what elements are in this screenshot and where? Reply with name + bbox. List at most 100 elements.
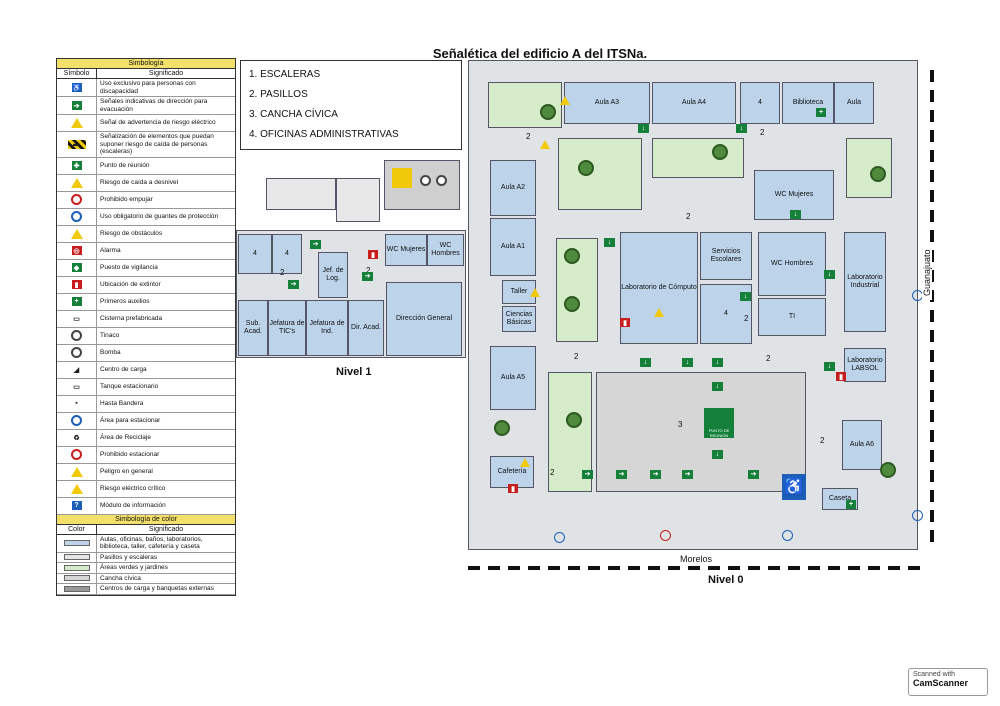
room-number: 4: [253, 250, 257, 257]
exit-arrow-icon: ➔: [748, 470, 759, 479]
zone-item: 1. ESCALERAS: [249, 69, 321, 80]
nivel1-stairs-2: [336, 178, 380, 222]
extinguisher-icon: ▮: [508, 484, 518, 493]
legend-item-text: Prohibido estacionar: [100, 450, 160, 458]
legend-item-text: Ubicación de extintor: [100, 280, 161, 288]
legend-item: Prohibido empujar: [57, 191, 235, 209]
recycle-icon: ♻: [73, 434, 80, 442]
legend-item: Bomba: [57, 344, 235, 362]
water-tank-icon: [436, 175, 447, 186]
room-offices-top: 4: [740, 82, 780, 124]
color-legend-item: Áreas verdes y jardines: [57, 563, 235, 574]
legend-item: Riesgo de obstáculos: [57, 225, 235, 243]
zone-item: 3. CANCHA CÍVICA: [249, 109, 338, 120]
nivel1-stairs: [266, 178, 336, 210]
general-danger-icon: [654, 308, 664, 317]
room-number: 4: [758, 99, 762, 106]
room-aula-a6: Aula A6: [842, 420, 882, 470]
room-jef-log: Jef. de Log.: [318, 252, 348, 298]
legend-item-text: Área para estacionar: [100, 416, 161, 424]
stationary-tank-icon: ▭: [73, 383, 80, 391]
tree-icon: [712, 144, 728, 160]
exit-arrow-icon: ↓: [712, 358, 723, 367]
color-col-meaning: Significado: [148, 525, 184, 533]
accessibility-icon: ♿: [782, 474, 806, 500]
color-legend-item: Pasillos y escaleras: [57, 552, 235, 563]
hazard-stripes-icon: ▬: [67, 139, 86, 149]
room-wc-hombres-n1: WC Hombres: [427, 234, 464, 266]
legend-item: Peligro en general: [57, 463, 235, 481]
no-parking-icon: [71, 449, 82, 460]
legend-panel: Simbología Símbolo Significado ♿Uso excl…: [56, 58, 236, 596]
legend-item-text: Señal de advertencia de riesgo eléctrico: [100, 119, 216, 127]
room-aula-a1: Aula A1: [490, 218, 536, 276]
zone-number: 3: [678, 420, 683, 429]
exit-arrow-icon: ➔: [582, 470, 593, 479]
exit-arrow-icon: ➔: [71, 101, 82, 110]
scanner-line2: CamScanner: [913, 678, 969, 688]
exit-arrow-icon: ➔: [310, 240, 321, 249]
legend-item-text: Cisterna prefabricada: [100, 314, 163, 322]
legend-item-text: Peligro en general: [100, 467, 153, 475]
zone-number: 2: [686, 212, 691, 221]
exit-arrow-icon: ➔: [682, 470, 693, 479]
fall-risk-icon: [70, 177, 83, 188]
legend-item-text: Punto de reunión: [100, 161, 150, 169]
exit-arrow-icon: ↓: [712, 450, 723, 459]
color-legend-text: Pasillos y escaleras: [100, 553, 158, 561]
zone-number: 2: [574, 352, 579, 361]
obstacle-risk-icon: [70, 228, 83, 239]
exit-arrow-icon: ↓: [682, 358, 693, 367]
extinguisher-icon: ▮: [836, 372, 846, 381]
scanner-watermark: Scanned with CamScanner: [908, 668, 988, 696]
exit-arrow-icon: ↓: [740, 292, 751, 301]
nivel1-label: Nivel 1: [336, 366, 372, 378]
exit-arrow-icon: ↓: [712, 382, 723, 391]
legend-item-text: Prohibido empujar: [100, 195, 153, 203]
zone-number: 2: [744, 314, 749, 323]
room-aula-a5: Aula A5: [490, 346, 536, 410]
general-danger-icon: [70, 466, 83, 477]
cistern-icon: ▭: [73, 315, 80, 323]
legend-item-text: Bomba: [100, 348, 121, 356]
extinguisher-icon: ▮: [368, 250, 378, 259]
legend-item-text: Riesgo de obstáculos: [100, 229, 163, 237]
legend-item: Tinaco: [57, 327, 235, 345]
legend-item: ▭ Cisterna prefabricada: [57, 310, 235, 328]
exit-arrow-icon: ↓: [604, 238, 615, 247]
green-area: [558, 138, 642, 210]
zone-item: 2. PASILLOS: [249, 89, 308, 100]
legend-col-symbol: Símbolo: [57, 69, 97, 78]
extinguisher-icon: ▮: [620, 318, 630, 327]
legend-item: Riesgo eléctrico crítico: [57, 480, 235, 498]
legend-item-text: Uso exclusivo para personas con discapac…: [100, 80, 196, 95]
tree-icon: [870, 166, 886, 182]
exit-arrow-icon: ↓: [736, 124, 747, 133]
zone-number: 2: [280, 268, 285, 277]
water-tank-icon: [420, 175, 431, 186]
color-legend-text: Centros de carga y banquetas externas: [100, 585, 214, 592]
legend-item: Área para estacionar: [57, 412, 235, 430]
zone-number: 2: [366, 266, 371, 275]
exit-arrow-icon: ➔: [288, 280, 299, 289]
legend-rows: ♿Uso exclusivo para personas con discapa…: [57, 79, 235, 515]
color-swatch: [63, 554, 90, 561]
legend-item-text: Riesgo de caída a desnivel: [100, 178, 179, 186]
legend-item-text: Tinaco: [100, 331, 120, 339]
legend-item: Prohibido estacionar: [57, 446, 235, 464]
tree-icon: [564, 248, 580, 264]
legend-item: ◢Centro de carga: [57, 361, 235, 379]
flagpole-icon: ▪: [75, 400, 78, 407]
water-tank-icon: [71, 330, 82, 341]
nivel0-label: Nivel 0: [708, 574, 744, 586]
legend-item-text: Riesgo eléctrico crítico: [100, 484, 166, 492]
room-number: 4: [724, 310, 728, 317]
parking-icon: [912, 510, 923, 521]
legend-item-text: Módulo de información: [100, 501, 166, 509]
parking-icon: [71, 415, 82, 426]
legend-item-text: Alarma: [100, 246, 121, 254]
legend-item: ▪Hasta Bandera: [57, 395, 235, 413]
green-area: [652, 138, 744, 178]
nivel1-office-4a: 4: [238, 234, 272, 274]
room-wc-hombres-n0: WC Hombres: [758, 232, 826, 296]
